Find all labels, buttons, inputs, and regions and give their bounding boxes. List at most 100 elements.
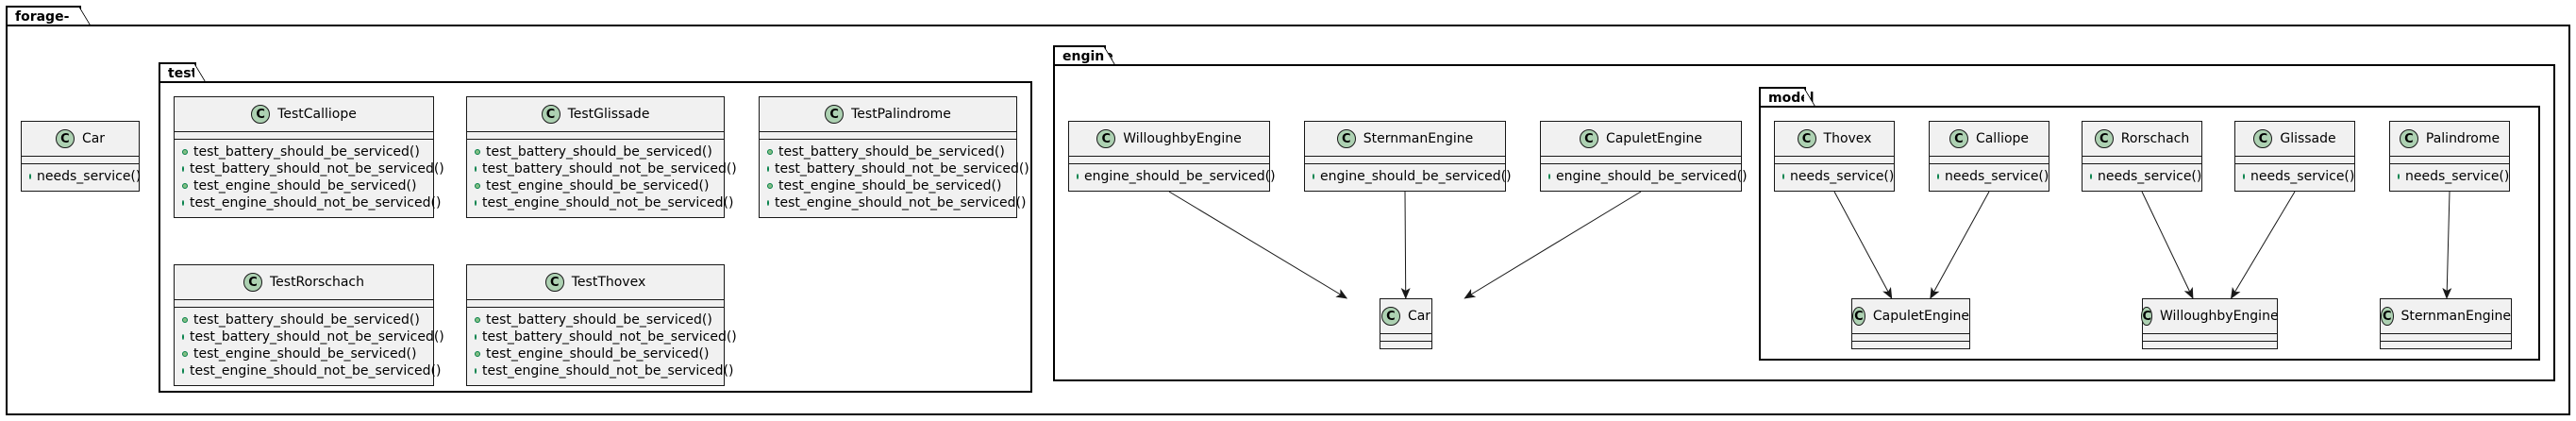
class-name: CapuletEngine: [1872, 309, 1969, 324]
public-visibility-icon: [475, 368, 477, 374]
class-car[interactable]: C Car needs_service(): [21, 121, 142, 192]
methods-compartment: [1852, 342, 1969, 348]
method-label: test_battery_should_be_serviced(): [193, 144, 420, 160]
methods-compartment: [1380, 342, 1431, 348]
attributes-compartment: [467, 132, 724, 140]
public-visibility-icon: [1937, 174, 1939, 179]
method-label: test_battery_should_not_be_serviced(): [775, 161, 1029, 177]
method: test_battery_should_not_be_serviced(): [475, 160, 737, 177]
class-icon: C: [1949, 129, 1968, 148]
class-test-rorschach[interactable]: C TestRorschach test_battery_should_be_ser…: [174, 264, 444, 386]
method: needs_service(): [2398, 168, 2509, 185]
methods-compartment: needs_service(): [1930, 164, 2049, 191]
class-name: TestRorschach: [269, 275, 364, 290]
public-visibility-icon: [182, 149, 188, 155]
class-icon: C: [251, 105, 271, 124]
method-label: engine_should_be_serviced(): [1320, 169, 1512, 184]
methods-compartment: test_battery_should_be_serviced()test_ba…: [175, 308, 444, 385]
method: test_battery_should_not_be_serviced(): [182, 328, 444, 345]
class-willoughby-engine[interactable]: C WilloughbyEngine engine_should_be_servic…: [1068, 121, 1276, 192]
public-visibility-icon: [182, 200, 184, 206]
method-label: test_engine_should_not_be_serviced(): [190, 195, 442, 210]
method: test_battery_should_be_serviced(): [182, 143, 433, 160]
method-label: test_engine_should_not_be_serviced(): [190, 363, 442, 379]
methods-compartment: [2381, 342, 2511, 348]
class-icon: C: [541, 105, 560, 124]
class-name: TestThovex: [571, 275, 646, 290]
class-name: WilloughbyEngine: [2160, 309, 2279, 324]
method: test_engine_should_not_be_serviced(): [182, 194, 441, 211]
attributes-compartment: [1852, 334, 1969, 342]
relation-arrow-sternman_engine-to-car_engine: [1400, 191, 1411, 299]
method: engine_should_be_serviced(): [1548, 168, 1748, 185]
method-label: test_battery_should_be_serviced(): [486, 312, 712, 328]
class-name: TestGlissade: [567, 107, 650, 122]
class-icon: C: [55, 129, 75, 148]
attributes-compartment: [2235, 157, 2354, 164]
class-name: CapuletEngine: [1605, 131, 1703, 146]
class-name: WilloughbyEngine: [1123, 131, 1242, 146]
method: test_engine_should_be_serviced(): [475, 345, 724, 362]
method-label: needs_service(): [37, 169, 142, 184]
class-header: C WilloughbyEngine: [1069, 122, 1269, 157]
class-icon: C: [2253, 129, 2273, 148]
methods-compartment: needs_service(): [2083, 164, 2201, 191]
public-visibility-icon: [182, 166, 184, 172]
methods-compartment: engine_should_be_serviced(): [1305, 164, 1512, 191]
class-icon: C: [544, 273, 564, 292]
package-test-label: test: [168, 66, 198, 81]
class-icon: C: [243, 273, 262, 292]
class-header: C Car: [22, 122, 139, 157]
method-label: test_engine_should_be_serviced(): [486, 178, 710, 194]
methods-compartment: engine_should_be_serviced(): [1069, 164, 1276, 191]
method: engine_should_be_serviced(): [1313, 168, 1512, 185]
class-test-glissade[interactable]: C TestGlissade test_battery_should_be_serv…: [466, 96, 737, 218]
methods-compartment: test_battery_should_be_serviced()test_ba…: [467, 308, 737, 385]
method: test_engine_should_not_be_serviced(): [182, 362, 441, 379]
relation-arrow-rorschach-to-willoughby_engine_model: [2141, 191, 2194, 299]
class-test-thovex[interactable]: C TestThovex test_battery_should_be_servic…: [466, 264, 737, 386]
method: test_battery_should_be_serviced(): [475, 143, 724, 160]
attributes-compartment: [1069, 157, 1269, 164]
method-label: test_battery_should_not_be_serviced(): [482, 161, 737, 177]
public-visibility-icon: [182, 317, 188, 323]
public-visibility-icon: [475, 351, 480, 357]
public-visibility-icon: [767, 149, 773, 155]
class-name: Palindrome: [2425, 131, 2501, 146]
method: needs_service(): [2243, 168, 2354, 185]
method: test_engine_should_be_serviced(): [182, 345, 433, 362]
class-name: Car: [81, 131, 106, 146]
public-visibility-icon: [182, 334, 184, 340]
attributes-compartment: [2083, 157, 2201, 164]
class-icon: C: [2381, 307, 2394, 326]
method: needs_service(): [29, 168, 142, 185]
class-icon: C: [1096, 129, 1116, 148]
attributes-compartment: [22, 157, 139, 164]
method: needs_service(): [1782, 168, 1894, 185]
method-label: test_engine_should_be_serviced(): [486, 346, 710, 362]
package-engine-tab: engine: [1053, 45, 1115, 66]
method-label: test_battery_should_not_be_serviced(): [482, 329, 737, 345]
relation-arrow-thovex-to-capulet_engine_model: [1833, 191, 1893, 299]
attributes-compartment: [1930, 157, 2049, 164]
method: test_battery_should_be_serviced(): [475, 312, 724, 328]
